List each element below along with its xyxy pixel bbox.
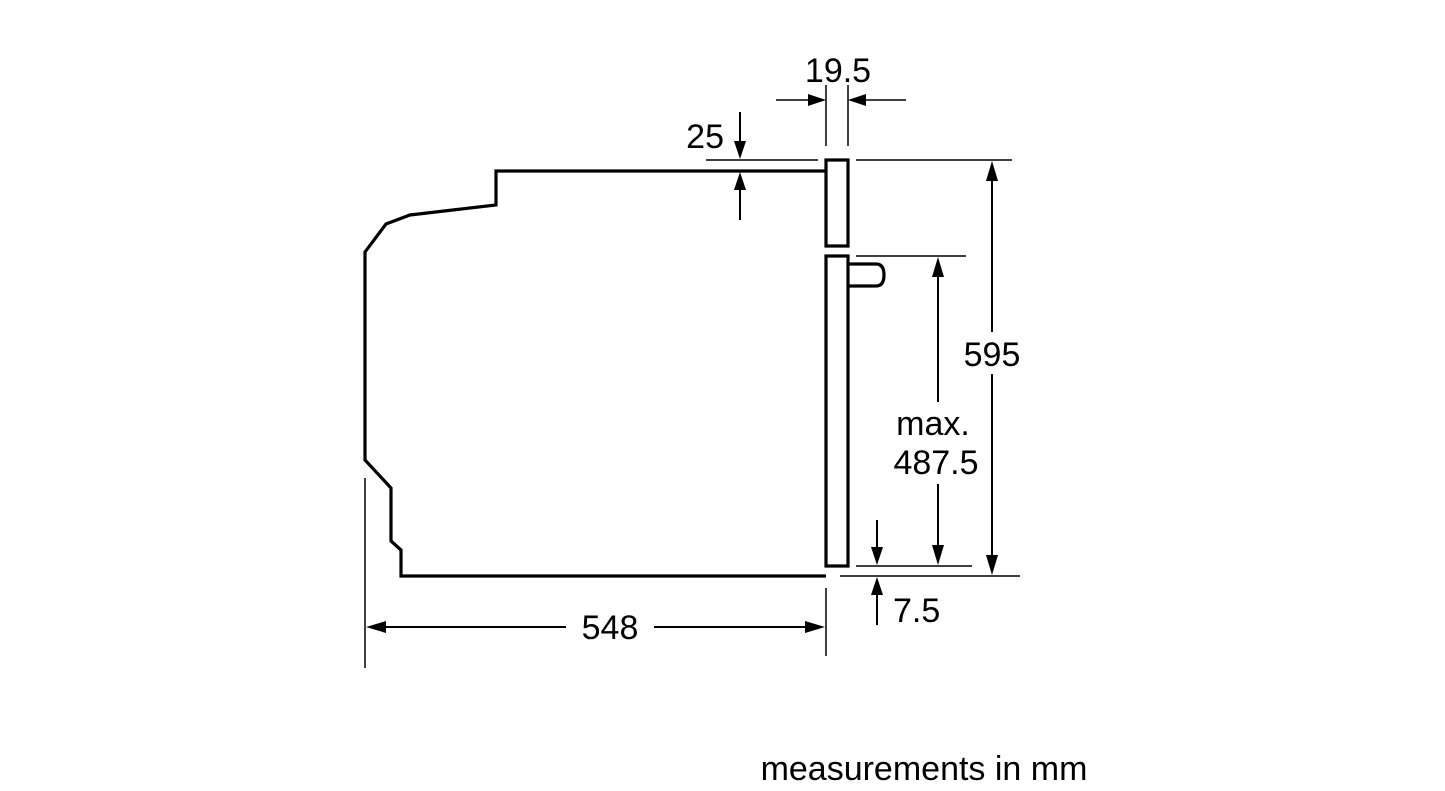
arrow-down [932,545,944,565]
bottom-gap-label: 7.5 [893,592,940,630]
arrow-right [805,621,825,633]
dimension-top-clearance: 25 [686,112,746,220]
arrow-up [734,172,746,190]
door-height-value: 487.5 [893,444,978,482]
arrow-up [986,161,998,181]
total-height-label: 595 [964,336,1021,374]
arrow-up [871,577,883,595]
arrow-down [734,141,746,159]
front-panel-upper [824,158,850,248]
control-knob [848,262,886,288]
panel-thickness-label: 19.5 [805,52,871,90]
extension-lines [364,85,1020,668]
arrow-right [808,94,826,106]
depth-label: 548 [582,609,639,647]
arrow-down [986,555,998,575]
dimension-door-height: max. 487.5 [884,257,988,565]
units-caption: measurements in mm [761,750,1088,788]
arrow-left [366,621,386,633]
appliance-body-outline [363,169,826,578]
door-panel [824,254,850,568]
label-backdrop [884,402,988,484]
arrow-up [932,257,944,277]
dimension-total-height: 595 [955,161,1029,575]
arrow-down [871,547,883,565]
dimension-panel-thickness: 19.5 [776,52,906,106]
arrow-left [848,94,866,106]
dimension-depth: 548 [366,609,825,647]
appliance-side-view [363,158,886,578]
label-backdrop [955,332,1029,374]
dimension-bottom-gap: 7.5 [871,520,940,630]
top-clearance-label: 25 [686,118,724,156]
door-height-prefix: max. [896,405,970,443]
